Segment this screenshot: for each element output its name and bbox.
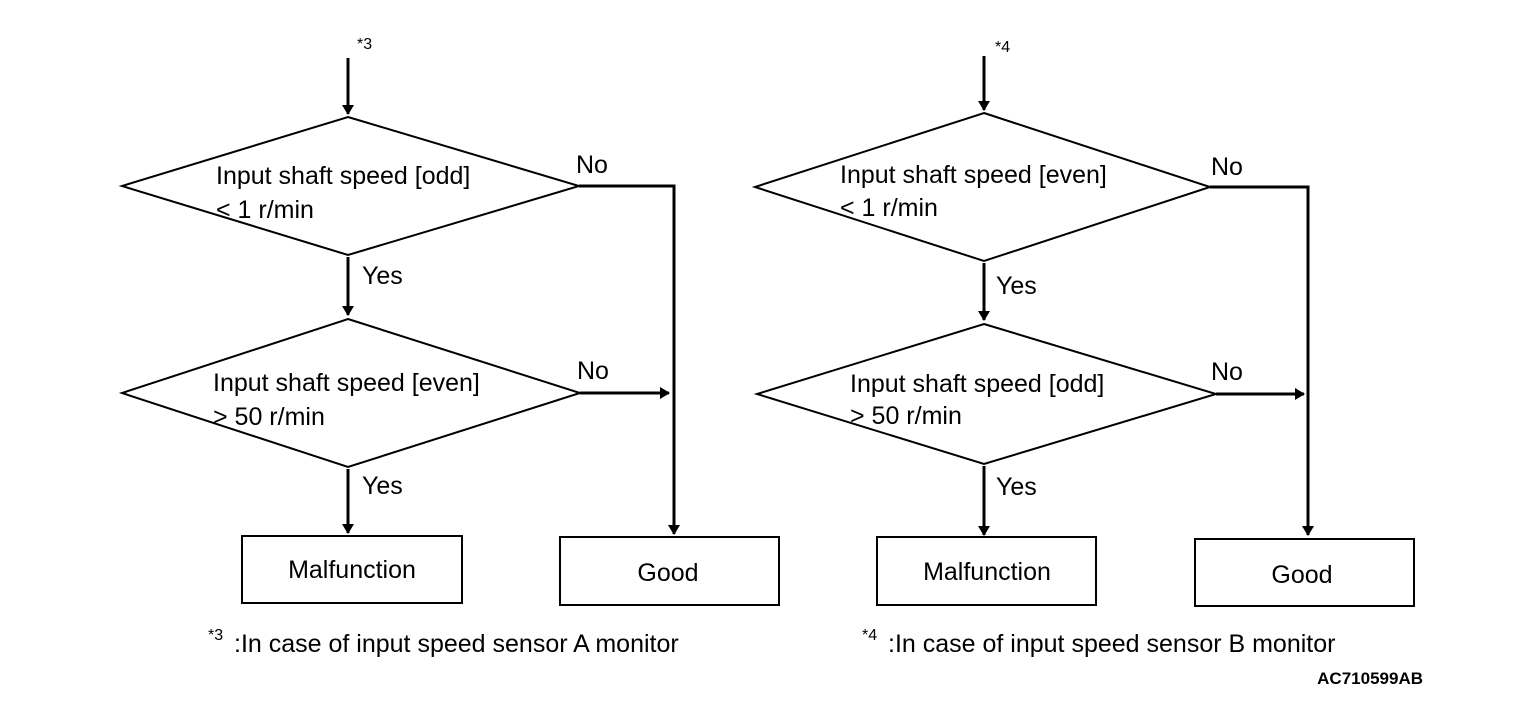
good-box-left xyxy=(559,536,780,606)
flowchart-left: *3 Input shaft speed [odd] < 1 r/min Yes… xyxy=(118,36,780,658)
decision-2-right-line2: > 50 r/min xyxy=(850,402,962,430)
yes-label-1-right: Yes xyxy=(996,272,1037,300)
decision-2-right-line1: Input shaft speed [odd] xyxy=(850,370,1104,398)
no-label-2-left: No xyxy=(577,357,609,385)
yes-label-1-left: Yes xyxy=(362,262,403,290)
no-arrow-1-right xyxy=(1210,185,1314,536)
good-label-left: Good xyxy=(637,559,698,587)
decision-1-left-line2: < 1 r/min xyxy=(216,196,314,224)
flowchart-right: *4 Input shaft speed [even] < 1 r/min Ye… xyxy=(751,39,1415,658)
yes-label-2-right: Yes xyxy=(996,473,1037,501)
decision-1-left xyxy=(118,115,583,257)
good-label-right: Good xyxy=(1271,561,1332,589)
no-label-1-right: No xyxy=(1211,153,1243,181)
no-arrow-1-left xyxy=(579,184,680,535)
footnote-marker-left: *3 xyxy=(208,627,223,644)
entry-marker-left: *3 xyxy=(357,36,372,53)
decision-1-right xyxy=(751,111,1214,263)
malfunction-label-left: Malfunction xyxy=(288,556,416,584)
decision-2-right xyxy=(753,322,1220,466)
decision-2-left xyxy=(118,317,584,469)
yes-label-2-left: Yes xyxy=(362,472,403,500)
decision-1-left-line1: Input shaft speed [odd] xyxy=(216,162,470,190)
entry-marker-right: *4 xyxy=(995,39,1010,56)
malfunction-label-right: Malfunction xyxy=(923,558,1051,586)
no-label-2-right: No xyxy=(1211,358,1243,386)
decision-2-left-line2: > 50 r/min xyxy=(213,403,325,431)
decision-2-left-line1: Input shaft speed [even] xyxy=(213,369,480,397)
no-label-1-left: No xyxy=(576,151,608,179)
malfunction-box-right xyxy=(876,536,1097,606)
footnote-text-left: :In case of input speed sensor A monitor xyxy=(234,630,679,658)
decision-1-right-line1: Input shaft speed [even] xyxy=(840,161,1107,189)
footnote-marker-right: *4 xyxy=(862,627,877,644)
figure-code: AC710599AB xyxy=(1317,669,1423,688)
decision-1-right-line2: < 1 r/min xyxy=(840,194,938,222)
footnote-text-right: :In case of input speed sensor B monitor xyxy=(888,630,1335,658)
good-box-right xyxy=(1194,538,1415,607)
malfunction-box-left xyxy=(241,535,463,604)
